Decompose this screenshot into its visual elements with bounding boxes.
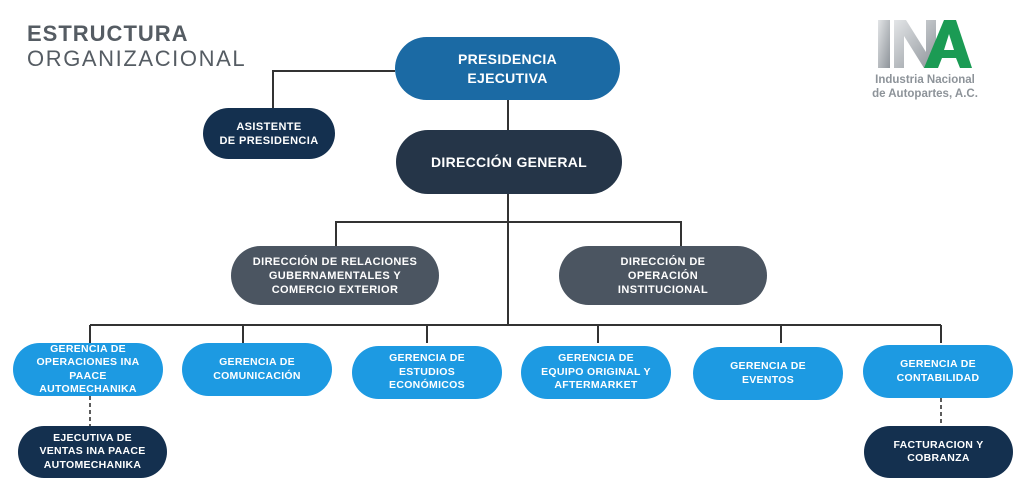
ina-logo-mark: [878, 20, 972, 68]
ina-logo-line2: de Autopartes, A.C.: [872, 88, 978, 100]
ina-logo: Industria Nacional de Autopartes, A.C.: [860, 18, 990, 102]
page-title: ESTRUCTURA ORGANIZACIONAL: [27, 22, 246, 72]
page-title-line2: ORGANIZACIONAL: [27, 46, 247, 71]
ina-logo-text: Industria Nacional de Autopartes, A.C.: [860, 73, 990, 101]
node-direccion-general: DIRECCIÓN GENERAL: [396, 130, 622, 194]
node-direccion-general-label: DIRECCIÓN GENERAL: [431, 153, 587, 170]
line-direcciones-branch: [335, 221, 682, 247]
page-title-line1: ESTRUCTURA: [27, 21, 189, 46]
line-asistente: [272, 70, 395, 108]
ina-logo-line1: Industria Nacional: [875, 74, 975, 86]
